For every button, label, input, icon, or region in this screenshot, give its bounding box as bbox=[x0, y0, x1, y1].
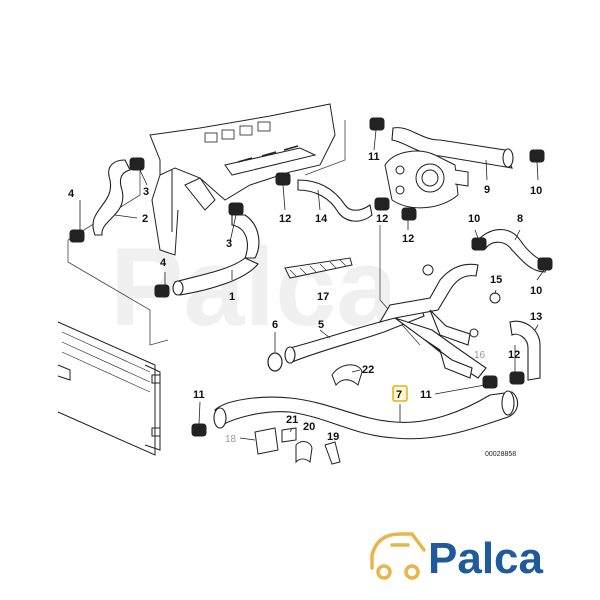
callout-14: 14 bbox=[315, 213, 328, 225]
callout-17: 17 bbox=[317, 291, 329, 303]
palca-logo: Palca bbox=[370, 532, 544, 583]
hoses bbox=[92, 127, 549, 440]
callout-9: 9 bbox=[484, 184, 490, 196]
callout-12d: 12 bbox=[508, 349, 520, 361]
callout-4a: 4 bbox=[68, 188, 75, 200]
callout-3a: 3 bbox=[143, 186, 149, 198]
diagram-code: 00028858 bbox=[485, 451, 516, 458]
radiator bbox=[57, 321, 161, 456]
o-ring bbox=[267, 352, 283, 372]
callout-3b: 3 bbox=[226, 238, 232, 250]
callout-labels: 4 2 3 3 4 1 6 5 11 12 14 12 12 9 10 10 8… bbox=[68, 151, 542, 445]
callout-11b: 11 bbox=[420, 389, 432, 401]
car-icon bbox=[370, 532, 426, 580]
callout-7: 7 bbox=[396, 389, 402, 401]
callout-10c: 10 bbox=[530, 285, 542, 297]
callout-11a: 11 bbox=[368, 151, 380, 163]
callout-8: 8 bbox=[517, 213, 523, 225]
logo-text: Palca bbox=[428, 534, 544, 583]
callout-15: 15 bbox=[490, 274, 502, 286]
callout-18: 18 bbox=[225, 434, 237, 445]
callout-2: 2 bbox=[142, 213, 148, 225]
bracket-17 bbox=[284, 257, 353, 279]
callout-19: 19 bbox=[327, 431, 339, 443]
callout-6: 6 bbox=[272, 319, 278, 331]
callout-16: 16 bbox=[474, 350, 486, 361]
callout-10a: 10 bbox=[530, 185, 542, 197]
callout-10b: 10 bbox=[468, 213, 480, 225]
callout-22: 22 bbox=[362, 364, 374, 376]
callout-13: 13 bbox=[530, 311, 542, 323]
leader-lines bbox=[67, 170, 169, 346]
callout-12a: 12 bbox=[279, 213, 291, 225]
callout-leaders bbox=[79, 129, 545, 441]
callout-12c: 12 bbox=[402, 233, 414, 245]
callout-12b: 12 bbox=[376, 213, 388, 225]
callout-5: 5 bbox=[318, 319, 324, 331]
engine-block bbox=[149, 103, 336, 256]
callout-21: 21 bbox=[286, 414, 298, 426]
small-parts bbox=[254, 264, 501, 465]
callout-1: 1 bbox=[229, 291, 235, 303]
callout-20: 20 bbox=[303, 421, 315, 433]
hose-clamps bbox=[69, 117, 553, 437]
callout-4b: 4 bbox=[160, 257, 167, 269]
callout-11c: 11 bbox=[193, 389, 205, 401]
thermostat-housing bbox=[384, 150, 469, 209]
highlight-box bbox=[392, 385, 408, 402]
